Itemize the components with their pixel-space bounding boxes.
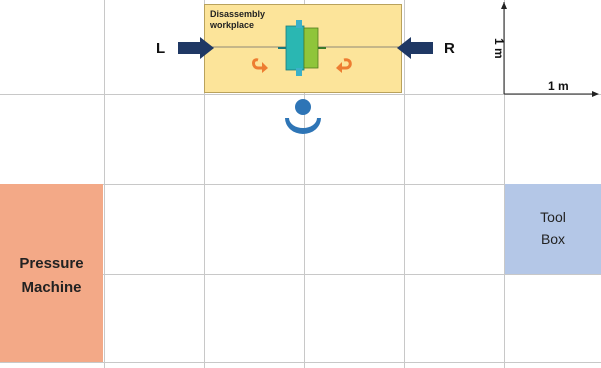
pressure-machine-label-line1: Pressure: [19, 255, 84, 272]
grid-line-horizontal: [0, 94, 601, 95]
tool-box: Tool Box: [505, 184, 601, 274]
tool-box-label-line1: Tool: [540, 209, 566, 225]
scale-vertical-arrow-icon: [501, 2, 507, 9]
rotate-left-icon: [252, 58, 268, 73]
right-arrow-icon: [397, 37, 433, 59]
pressure-machine: Pressure Machine: [0, 184, 103, 362]
rotate-right-icon: [336, 58, 352, 73]
scale-vertical-label: 1 m: [492, 38, 506, 59]
pressure-machine-label-line2: Machine: [21, 279, 82, 296]
scale-horizontal-arrow-icon: [592, 91, 599, 97]
operator-icon: [285, 99, 321, 134]
left-arrow-icon: [178, 37, 214, 59]
tool-box-label-line2: Box: [540, 231, 566, 247]
grid-line-horizontal: [0, 184, 601, 185]
scale-horizontal-label: 1 m: [548, 79, 569, 93]
right-side-label: R: [444, 40, 455, 57]
grid-line-horizontal: [0, 362, 601, 363]
workplace-label: Disassembly workplace: [210, 9, 266, 30]
left-side-label: L: [156, 40, 166, 57]
tool-box-label: Tool Box: [505, 206, 601, 250]
pressure-machine-label: Pressure Machine: [0, 252, 103, 300]
grid-line-horizontal: [0, 274, 601, 275]
motor-component-icon: [278, 20, 326, 76]
